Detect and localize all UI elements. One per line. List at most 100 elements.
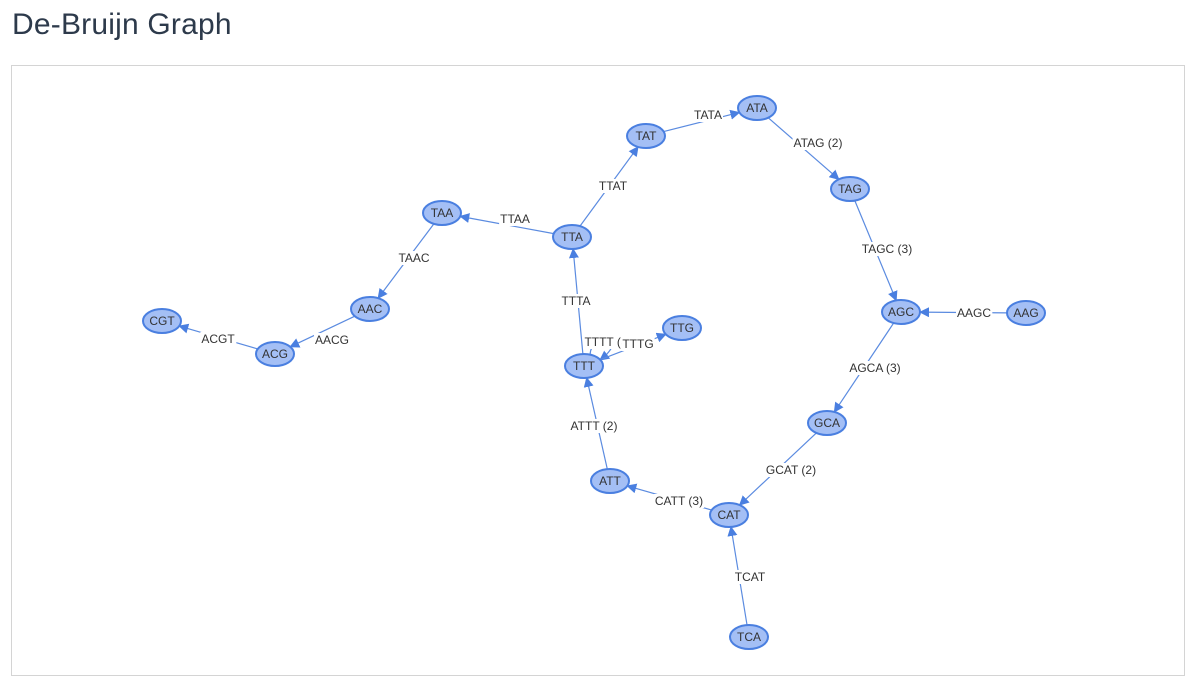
node-gca[interactable]: GCA [807,410,847,436]
node-tca[interactable]: TCA [729,624,769,650]
node-tag[interactable]: TAG [830,176,870,202]
node-aac[interactable]: AAC [350,296,390,322]
node-ellipse[interactable] [350,296,390,322]
edge-label-background [200,332,237,346]
edge-label: GCAT (2) [766,463,816,477]
edge-label-background [499,212,531,226]
node-cgt[interactable]: CGT [142,308,182,334]
edge-label: TTTG [622,337,653,351]
edge-agc-gca[interactable]: AGCA (3) [833,322,902,413]
edge-tta-taa[interactable]: TTAA [459,212,554,235]
node-ellipse[interactable] [422,200,462,226]
edge-label-background [653,494,705,508]
edge-label: TTAT [599,179,628,193]
node-label: CAT [717,508,741,522]
node-ellipse[interactable] [590,468,630,494]
edge-cat-att[interactable]: CATT (3) [626,483,712,511]
edge-label: ATAG (2) [794,136,843,150]
node-ttg[interactable]: TTG [662,315,702,341]
node-ellipse[interactable] [626,123,666,149]
node-label: GCA [814,416,840,430]
edge-label-background [560,294,592,308]
edge-label-background [313,333,351,347]
edge-label-background [583,335,633,349]
node-ellipse[interactable] [729,624,769,650]
edge-label-background [693,108,723,122]
node-label: AGC [888,305,914,319]
edge-taa-aac[interactable]: TAAC [377,223,435,299]
node-ellipse[interactable] [552,224,592,250]
node-ellipse[interactable] [255,341,295,367]
node-ellipse[interactable] [1006,300,1046,326]
edge-label-background [848,361,902,375]
edge-label: TTTA [561,294,590,308]
node-agc[interactable]: AGC [881,299,921,325]
node-cat[interactable]: CAT [709,502,749,528]
node-ellipse[interactable] [662,315,702,341]
node-ellipse[interactable] [830,176,870,202]
node-label: TTT [573,359,596,373]
node-ellipse[interactable] [709,502,749,528]
edges-layer: ACGT AACG TAAC TTAA TTAT TATA ATAG (2) TAGC (3)… [178,108,1008,626]
edge-label-background [733,570,767,584]
node-ttt[interactable]: TTT [564,353,604,379]
node-label: TTA [561,230,583,244]
edge-label-background [597,179,629,193]
edge-label-background [621,337,655,351]
edge-label-background [569,419,619,433]
edge-tca-cat[interactable]: TCAT [727,525,767,626]
edge-label: TAAC [398,251,429,265]
node-taa[interactable]: TAA [422,200,462,226]
edge-att-ttt[interactable]: ATTT (2) [569,376,619,470]
node-acg[interactable]: ACG [255,341,295,367]
node-ellipse[interactable] [142,308,182,334]
node-label: TAG [838,182,862,196]
node-label: ATT [599,474,621,488]
edge-ttt-ttt[interactable]: TTTT (3) [583,335,633,361]
node-label: TTG [670,321,694,335]
edge-aac-acg[interactable]: AACG [289,315,356,348]
node-aag[interactable]: AAG [1006,300,1046,326]
edge-label: AACG [315,333,349,347]
edge-gca-cat[interactable]: GCAT (2) [738,432,818,506]
edge-tat-ata[interactable]: TATA [663,108,741,133]
edge-label-background [955,306,993,320]
edge-line [289,315,356,348]
node-label: AAC [358,302,383,316]
edge-label: AAGC [957,306,991,320]
node-label: ATA [746,101,768,115]
edge-label: TTAA [500,212,530,226]
node-ata[interactable]: ATA [737,95,777,121]
node-label: CGT [149,314,175,328]
page-title: De-Bruijn Graph [12,8,232,41]
node-ellipse[interactable] [881,299,921,325]
edge-label: ACGT [201,332,235,346]
node-tta[interactable]: TTA [552,224,592,250]
edge-label: TATA [694,108,722,122]
edge-acg-cgt[interactable]: ACGT [178,323,258,350]
edge-label: TAGC (3) [862,242,912,256]
node-tat[interactable]: TAT [626,123,666,149]
edge-ttt-ttg[interactable]: TTTG [599,332,667,361]
edge-label: CATT (3) [655,494,703,508]
edge-tta-tat[interactable]: TTAT [579,146,639,227]
edge-ata-tag[interactable]: ATAG (2) [767,117,844,180]
edge-aag-agc[interactable]: AAGC [918,306,1008,320]
edge-tag-agc[interactable]: TAGC (3) [854,200,914,302]
edge-label: TCAT [735,570,766,584]
node-ellipse[interactable] [807,410,847,436]
edge-label: AGCA (3) [849,361,900,375]
node-ellipse[interactable] [564,353,604,379]
node-ellipse[interactable] [737,95,777,121]
node-label: AAG [1013,306,1038,320]
node-att[interactable]: ATT [590,468,630,494]
edge-ttt-tta[interactable]: TTTA [560,247,592,355]
edge-label-background [397,251,431,265]
node-label: ACG [262,347,288,361]
edge-label: ATTT (2) [571,419,618,433]
node-label: TAA [431,206,453,220]
edge-label-background [860,242,914,256]
